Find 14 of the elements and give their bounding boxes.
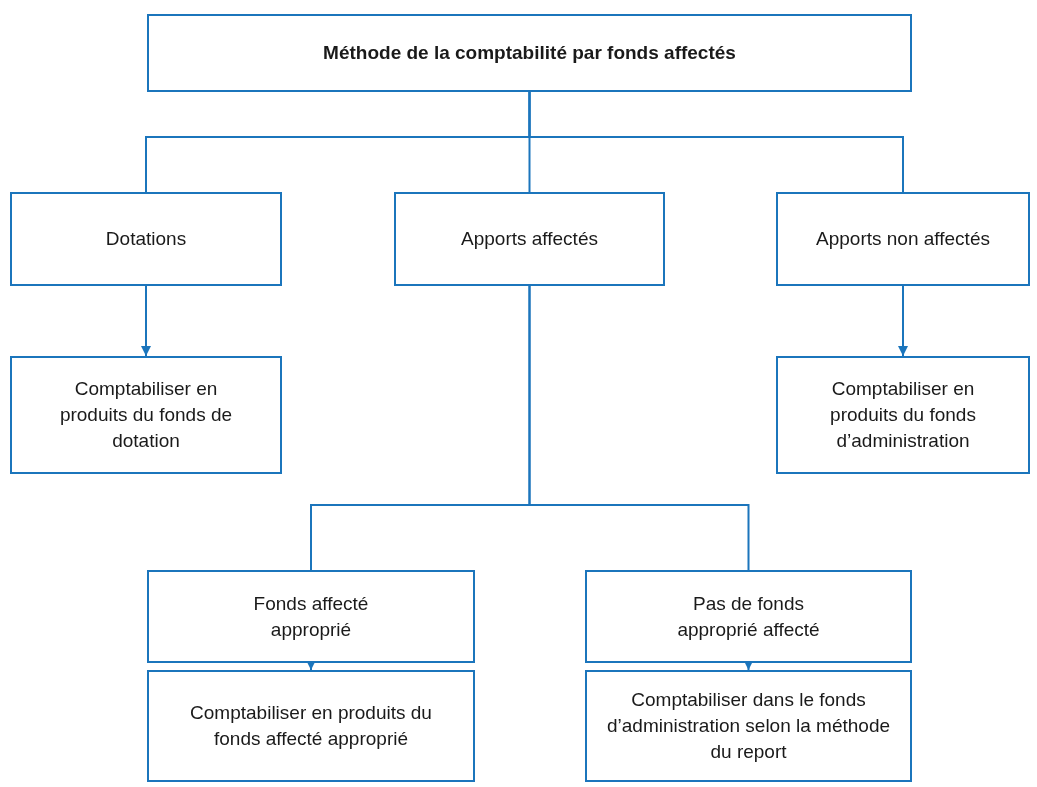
process-box: Comptabiliser dans le fonds d’administration selon la méthode du report — [585, 670, 912, 782]
connector-line — [898, 285, 908, 357]
connector-line — [528, 91, 904, 193]
connector-line — [528, 285, 750, 571]
process-box: Comptabiliser en produits du fonds de dotation — [10, 356, 282, 474]
process-box: Méthode de la comptabilité par fonds affectés — [147, 14, 912, 92]
process-box: Comptabiliser en produits du fonds d’administration — [776, 356, 1030, 474]
process-box: Pas de fonds approprié affecté — [585, 570, 912, 663]
process-box: Fonds affecté approprié — [147, 570, 475, 663]
process-box: Comptabiliser en produits du fonds affecté approprié — [147, 670, 475, 782]
process-box: Apports affectés — [394, 192, 665, 286]
process-box: Apports non affectés — [776, 192, 1030, 286]
process-box: Dotations — [10, 192, 282, 286]
connector-line — [141, 285, 151, 357]
